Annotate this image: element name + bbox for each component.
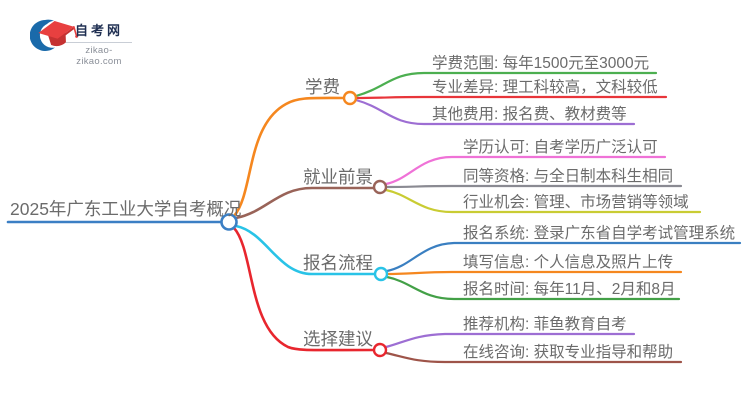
leaf-equal-qualification-line: [384, 184, 683, 189]
leaf-online-consult-line: [384, 351, 683, 364]
branch-registration-label[interactable]: 报名流程: [303, 253, 373, 273]
root-node-circle[interactable]: [220, 213, 238, 231]
leaf-industry-opportunity-line: [384, 188, 702, 214]
site-logo[interactable]: 自考网 zikao-zikao.com: [28, 12, 148, 67]
leaf-registration-system-line: [385, 241, 742, 273]
branch-registration-line: [234, 224, 377, 276]
branch-tuition-line: [232, 96, 346, 218]
leaf-degree-recognition-line: [384, 155, 667, 186]
leaf-degree-recognition-label[interactable]: 学历认可: 自考学历广泛认可: [463, 139, 658, 156]
branch-employment-circle[interactable]: [372, 179, 388, 195]
branch-registration-circle[interactable]: [373, 266, 389, 282]
leaf-major-difference-line: [354, 95, 668, 100]
logo-divider: [66, 42, 132, 43]
leaf-online-consult-label[interactable]: 在线咨询: 获取专业指导和帮助: [463, 344, 674, 361]
leaf-major-difference-label[interactable]: 专业差异: 理工科较高，文科较低: [432, 79, 658, 96]
leaf-tuition-range-label[interactable]: 学费范围: 每年1500元至3000元: [432, 55, 650, 72]
leaf-industry-opportunity-label[interactable]: 行业机会: 管理、市场营销等领域: [463, 194, 689, 211]
leaf-registration-system-label[interactable]: 报名系统: 登录广东省自学考试管理系统: [463, 225, 736, 242]
branch-employment-line: [234, 186, 376, 220]
branch-advice-circle[interactable]: [372, 342, 388, 358]
site-name: 自考网: [74, 23, 123, 38]
leaf-tuition-range-line: [354, 71, 658, 98]
graduation-cap-icon: [30, 19, 78, 51]
leaf-equal-qualification-label[interactable]: 同等资格: 与全日制本科生相同: [463, 168, 674, 185]
leaf-other-fees-label[interactable]: 其他费用: 报名费、教材费等: [432, 106, 627, 123]
leaf-fill-info-line: [385, 270, 683, 276]
site-url: zikao-zikao.com: [76, 45, 122, 67]
root-node-label[interactable]: 2025年广东工业大学自考概况: [10, 199, 242, 219]
branch-advice-label[interactable]: 选择建议: [303, 329, 373, 349]
leaf-other-fees-line: [354, 98, 636, 126]
leaf-fill-info-label[interactable]: 填写信息: 个人信息及照片上传: [463, 254, 674, 271]
branch-employment-label[interactable]: 就业前景: [303, 167, 373, 187]
branch-tuition-circle[interactable]: [342, 90, 358, 106]
leaf-registration-time-line: [385, 275, 681, 301]
leaf-recommended-institution-label[interactable]: 推荐机构: 菲鱼教育自考: [463, 316, 627, 333]
branch-advice-line: [232, 226, 376, 352]
branch-tuition-label[interactable]: 学费: [305, 77, 340, 97]
leaf-registration-time-label[interactable]: 报名时间: 每年11月、2月和8月: [463, 281, 676, 298]
leaf-recommended-institution-line: [384, 332, 636, 349]
